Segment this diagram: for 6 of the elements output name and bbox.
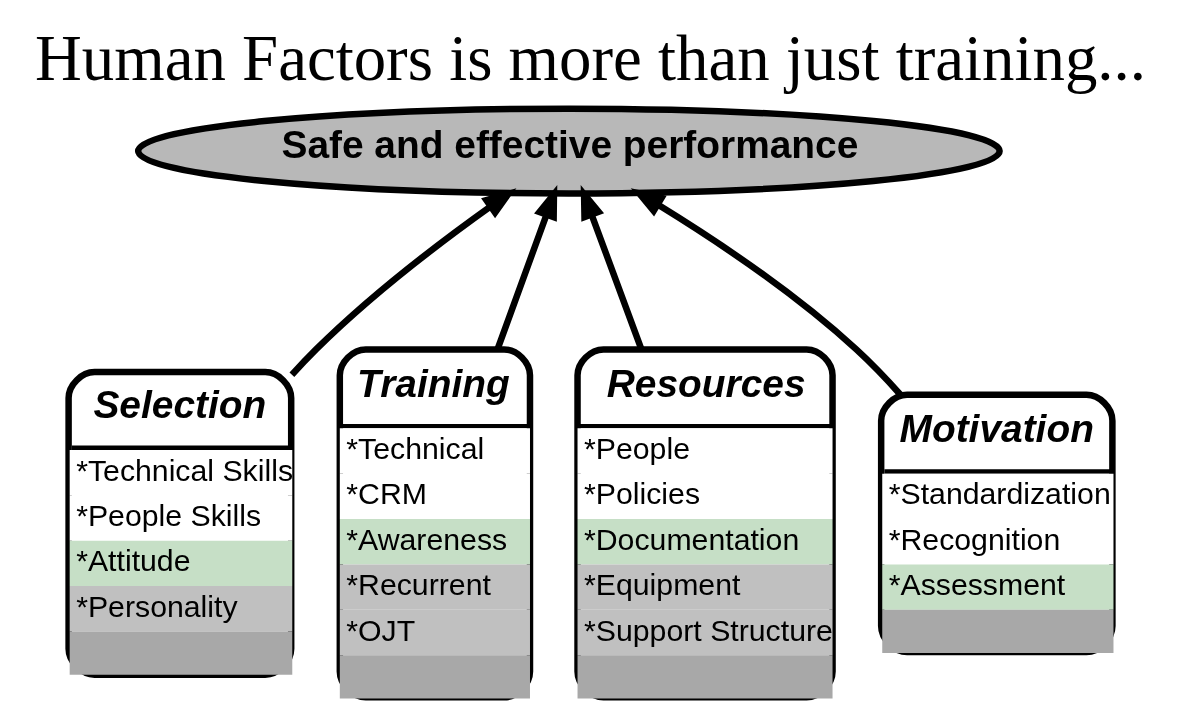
arrow	[630, 187, 903, 397]
arrow	[494, 184, 558, 350]
arrow	[580, 184, 645, 350]
diagram-title: Human Factors is more than just training...	[35, 21, 1146, 94]
node-ellipse: Safe and effective performance	[134, 104, 1003, 197]
arrow	[289, 187, 517, 377]
